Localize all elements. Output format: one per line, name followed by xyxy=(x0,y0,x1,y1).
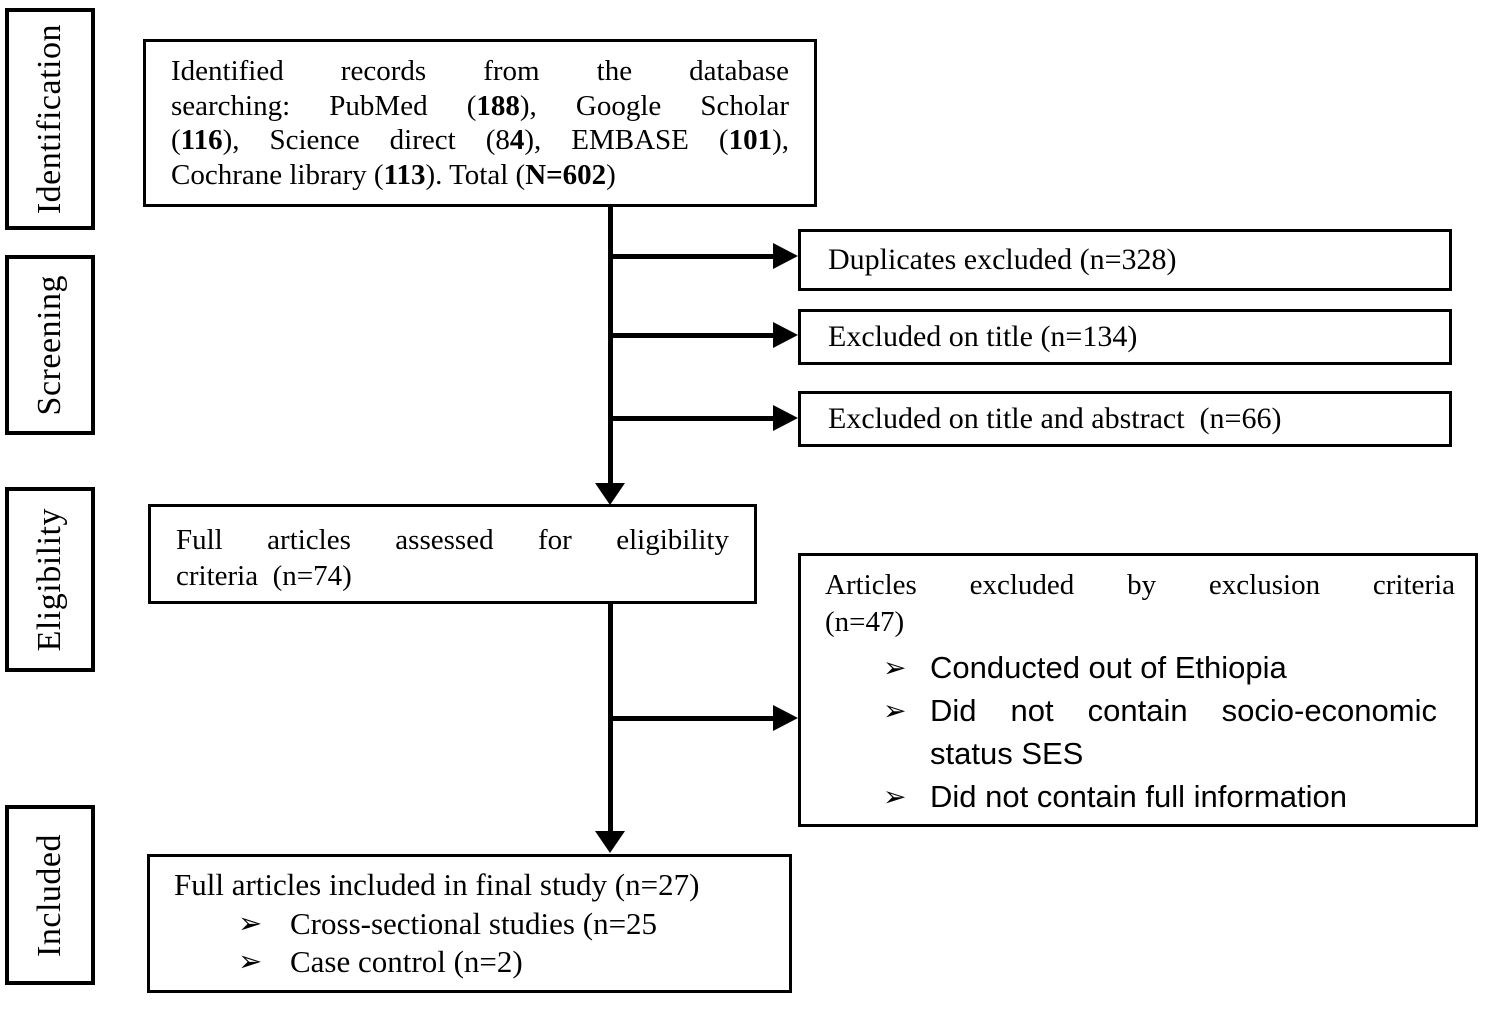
stage-box-identification: Identification xyxy=(5,8,95,230)
excluded-on-title-box: Excluded on title (n=134) xyxy=(798,309,1452,365)
connector-branch-abstract xyxy=(610,416,774,421)
identified-records-line: searching: PubMed (188), Google Scholar xyxy=(171,89,789,122)
stage-label-eligibility: Eligibility xyxy=(31,507,68,652)
list-item: ➢ Did not contain full information xyxy=(825,775,1455,818)
duplicates-excluded-label: Duplicates excluded (n=328) xyxy=(828,243,1177,276)
articles-excluded-box: Articles excluded by exclusion criteria … xyxy=(798,553,1478,827)
exclusion-reasons-list: ➢ Conducted out of Ethiopia ➢ Did not co… xyxy=(825,646,1455,818)
included-studies-list: ➢ Cross-sectional studies (n=25 ➢ Case c… xyxy=(174,905,771,981)
articles-excluded-title-line1: Articles excluded by exclusion criteria xyxy=(825,569,1455,601)
identified-records-line: (116), Science direct (84), EMBASE (101)… xyxy=(171,124,789,156)
identified-records-line: Identified records from the database xyxy=(171,55,789,87)
list-item: ➢ Cross-sectional studies (n=25 xyxy=(174,905,771,943)
identified-records-box: Identified records from the database sea… xyxy=(143,39,817,207)
arrow-bullet-icon: ➢ xyxy=(238,946,263,978)
connector-vertical-line-top xyxy=(608,207,613,485)
identified-records-line: Cochrane library (113). Total (N=602) xyxy=(171,158,616,191)
included-study-type-text: Case control (n=2) xyxy=(290,944,523,979)
excluded-title-abstract-box: Excluded on title and abstract (n=66) xyxy=(798,391,1452,447)
stage-label-included: Included xyxy=(31,833,68,957)
excluded-title-abstract-label: Excluded on title and abstract (n=66) xyxy=(828,402,1282,435)
arrow-right-icon xyxy=(773,705,798,731)
arrow-bullet-icon: ➢ xyxy=(883,781,907,812)
arrow-bullet-icon: ➢ xyxy=(883,652,907,683)
arrow-right-icon xyxy=(773,322,798,348)
full-articles-assessed-line2: criteria (n=74) xyxy=(176,560,352,592)
arrow-down-icon xyxy=(595,831,625,853)
arrow-down-icon xyxy=(595,483,625,505)
included-studies-box: Full articles included in final study (n… xyxy=(147,854,792,993)
arrow-right-icon xyxy=(773,405,798,431)
connector-branch-duplicates xyxy=(610,254,774,259)
duplicates-excluded-box: Duplicates excluded (n=328) xyxy=(798,229,1452,291)
arrow-right-icon xyxy=(773,243,798,269)
stage-label-screening: Screening xyxy=(31,274,68,416)
included-studies-title: Full articles included in final study (n… xyxy=(174,867,700,902)
exclusion-reason-text: Did not contain socio-economic status SE… xyxy=(930,693,1437,771)
included-study-type-text: Cross-sectional studies (n=25 xyxy=(290,906,658,941)
stage-box-included: Included xyxy=(5,805,95,985)
stage-box-screening: Screening xyxy=(5,255,95,435)
list-item: ➢ Did not contain socio-economic status … xyxy=(825,689,1455,775)
exclusion-reason-text: Conducted out of Ethiopia xyxy=(930,650,1287,685)
list-item: ➢ Case control (n=2) xyxy=(174,943,771,981)
stage-box-eligibility: Eligibility xyxy=(5,487,95,672)
connector-branch-exclusion xyxy=(610,716,774,721)
full-articles-assessed-line1: Full articles assessed for eligibility xyxy=(176,524,729,556)
excluded-on-title-label: Excluded on title (n=134) xyxy=(828,320,1138,353)
stage-label-identification: Identification xyxy=(31,23,68,215)
arrow-bullet-icon: ➢ xyxy=(238,908,263,940)
arrow-bullet-icon: ➢ xyxy=(883,695,907,726)
articles-excluded-title-line2: (n=47) xyxy=(825,606,905,638)
full-articles-assessed-box: Full articles assessed for eligibility c… xyxy=(148,504,757,604)
connector-branch-title xyxy=(610,333,774,338)
list-item: ➢ Conducted out of Ethiopia xyxy=(825,646,1455,689)
exclusion-reason-text: Did not contain full information xyxy=(930,779,1348,814)
